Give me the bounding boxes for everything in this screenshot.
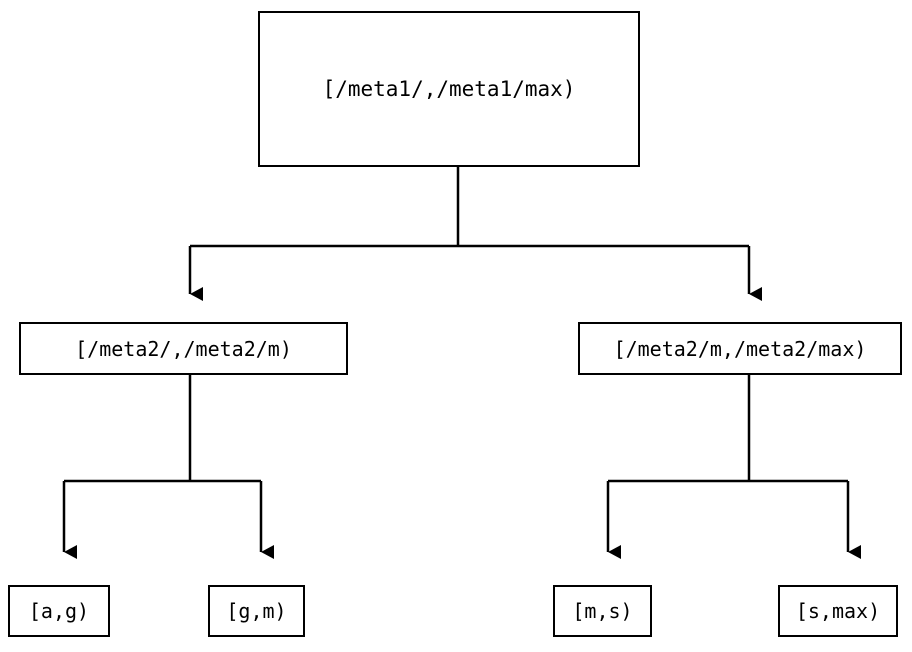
- edge-level2-right-to-leaves: [606, 375, 861, 559]
- tree-leaf-a-g[interactable]: [a,g): [8, 585, 110, 637]
- edge-level2-left-to-leaves: [62, 375, 274, 559]
- tree-leaf-g-m-label: [g,m): [226, 599, 287, 623]
- tree-leaf-m-s-label: [m,s): [572, 599, 633, 623]
- tree-leaf-s-max-label: [s,max): [795, 599, 881, 623]
- edge-root-to-level2: [188, 167, 762, 301]
- tree-node-root-label: [/meta1/,/meta1/max): [322, 76, 576, 101]
- tree-leaf-m-s[interactable]: [m,s): [553, 585, 652, 637]
- tree-leaf-g-m[interactable]: [g,m): [208, 585, 305, 637]
- tree-node-meta2-low[interactable]: [/meta2/,/meta2/m): [19, 322, 348, 375]
- tree-leaf-s-max[interactable]: [s,max): [778, 585, 898, 637]
- tree-node-root[interactable]: [/meta1/,/meta1/max): [258, 11, 640, 167]
- tree-node-meta2-high-label: [/meta2/m,/meta2/max): [613, 336, 867, 361]
- tree-node-meta2-high[interactable]: [/meta2/m,/meta2/max): [578, 322, 902, 375]
- tree-node-meta2-low-label: [/meta2/,/meta2/m): [75, 336, 292, 361]
- tree-leaf-a-g-label: [a,g): [28, 599, 90, 623]
